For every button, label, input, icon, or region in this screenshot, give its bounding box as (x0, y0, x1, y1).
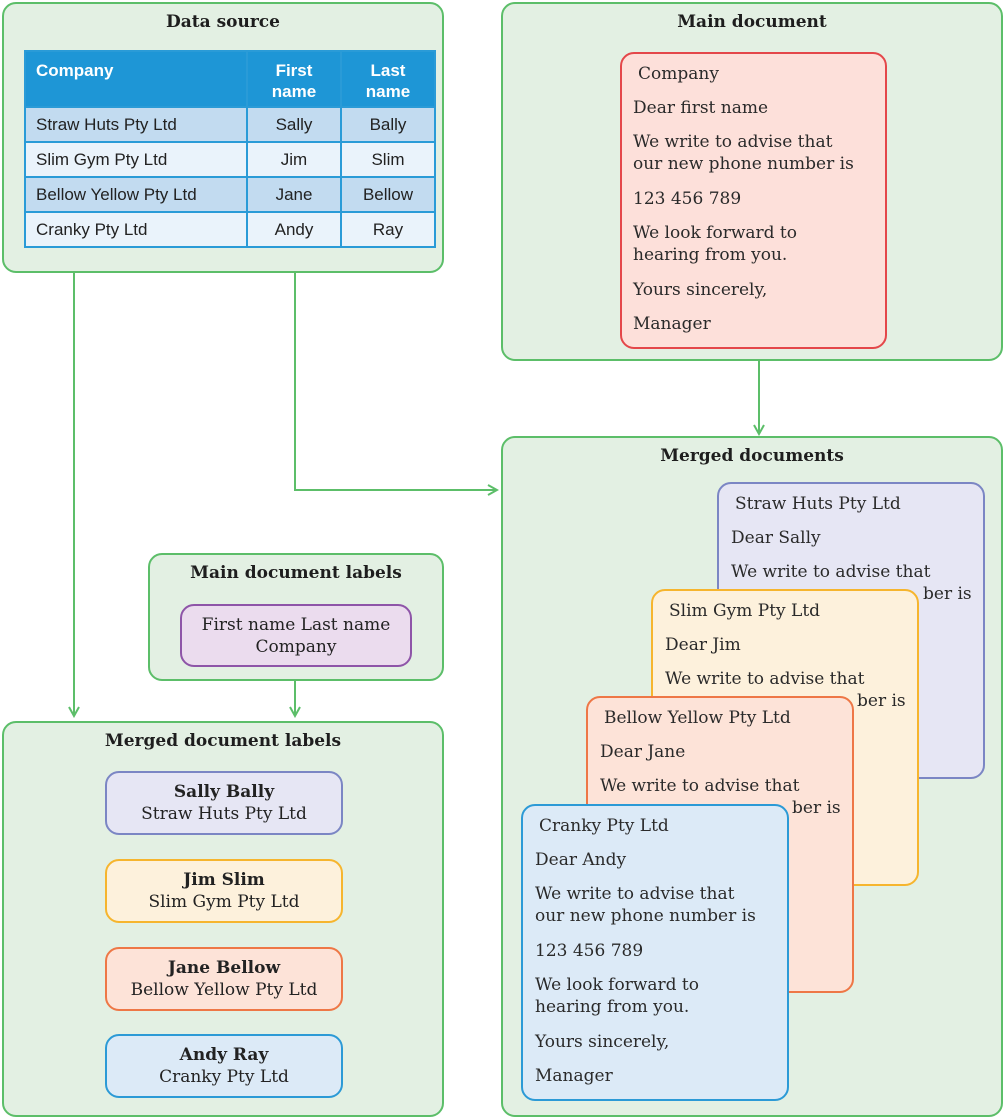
letter-signature: Manager (633, 314, 711, 334)
cell-company: Bellow Yellow Pty Ltd (24, 176, 248, 213)
table-row: Cranky Pty Ltd Andy Ray (24, 211, 436, 248)
table-row: Bellow Yellow Pty Ltd Jane Bellow (24, 176, 436, 213)
cell-company: Slim Gym Pty Ltd (24, 141, 248, 178)
letter-body-line: our new phone number is (535, 906, 756, 926)
letter-body-line: We write to advise that (600, 776, 800, 796)
letter-body-line: We write to advise that (633, 132, 833, 152)
cell-company: Cranky Pty Ltd (24, 211, 248, 248)
label-name: Jane Bellow (167, 958, 281, 978)
letter-greeting: Dear Sally (731, 528, 821, 548)
letter-body-line: We write to advise that (731, 562, 931, 582)
label-company: Slim Gym Pty Ltd (148, 892, 300, 912)
letter-closing-line: hearing from you. (633, 245, 788, 265)
letter-company: Company (638, 64, 719, 84)
letter-closing-line: We look forward to (633, 223, 797, 243)
data-source-title: Data source (166, 12, 280, 32)
letter-greeting: Dear first name (633, 98, 769, 118)
merged-label: Sally Bally Straw Huts Pty Ltd (105, 771, 343, 835)
cell-first-name: Andy (246, 211, 342, 248)
letter-signoff: Yours sincerely, (535, 1032, 670, 1052)
main-document-title: Main document (677, 12, 827, 32)
main-document-labels-panel: Main document labels First name Last nam… (148, 553, 444, 681)
letter-body-fragment: ber is (792, 798, 841, 818)
letter-company: Slim Gym Pty Ltd (669, 601, 821, 621)
letter-body-fragment: ber is (857, 691, 906, 711)
column-header-company: Company (24, 50, 248, 108)
label-company: Cranky Pty Ltd (159, 1067, 289, 1087)
label-template-line-1: First name Last name (201, 615, 391, 635)
merged-label: Andy Ray Cranky Pty Ltd (105, 1034, 343, 1098)
letter-body-line: our new phone number is (633, 154, 854, 174)
merged-letter-cranky: Cranky Pty Ltd Dear Andy We write to adv… (521, 804, 789, 1101)
main-document-letter: Company Dear first name We write to advi… (620, 52, 887, 349)
cell-last-name: Bellow (340, 176, 436, 213)
letter-signoff: Yours sincerely, (633, 280, 768, 300)
cell-first-name: Sally (246, 106, 342, 143)
merged-label: Jane Bellow Bellow Yellow Pty Ltd (105, 947, 343, 1011)
arrow-datasource-to-merged-documents (294, 273, 497, 490)
letter-company: Bellow Yellow Pty Ltd (604, 708, 791, 728)
letter-company: Cranky Pty Ltd (539, 816, 669, 836)
label-name: Andy Ray (179, 1045, 269, 1065)
cell-last-name: Slim (340, 141, 436, 178)
cell-last-name: Ray (340, 211, 436, 248)
letter-greeting: Dear Jim (665, 635, 741, 655)
main-document-labels-title: Main document labels (190, 563, 402, 583)
cell-company: Straw Huts Pty Ltd (24, 106, 248, 143)
letter-greeting: Dear Jane (600, 742, 686, 762)
merged-documents-title: Merged documents (660, 446, 844, 466)
cell-last-name: Bally (340, 106, 436, 143)
label-company: Bellow Yellow Pty Ltd (130, 980, 318, 1000)
label-template: First name Last name Company (180, 604, 412, 667)
table-row: Slim Gym Pty Ltd Jim Slim (24, 141, 436, 178)
merged-document-labels-title: Merged document labels (104, 731, 342, 751)
letter-closing-line: We look forward to (535, 975, 699, 995)
merged-label: Jim Slim Slim Gym Pty Ltd (105, 859, 343, 923)
letter-company: Straw Huts Pty Ltd (735, 494, 901, 514)
label-template-line-2: Company (255, 637, 337, 657)
letter-phone: 123 456 789 (633, 189, 742, 209)
merged-document-labels-panel: Merged document labels Sally Bally Straw… (2, 721, 444, 1117)
main-document-panel: Main document Company Dear first name We… (501, 2, 1003, 361)
cell-first-name: Jim (246, 141, 342, 178)
label-company: Straw Huts Pty Ltd (141, 804, 307, 824)
merged-documents-panel: Merged documents Straw Huts Pty Ltd Dear… (501, 436, 1003, 1117)
cell-first-name: Jane (246, 176, 342, 213)
table-row: Straw Huts Pty Ltd Sally Bally (24, 106, 436, 143)
letter-body-line: We write to advise that (535, 884, 735, 904)
letter-closing-line: hearing from you. (535, 997, 690, 1017)
label-name: Jim Slim (183, 870, 265, 890)
letter-body-line: We write to advise that (665, 669, 865, 689)
letter-greeting: Dear Andy (535, 850, 627, 870)
letter-body-fragment: ber is (923, 584, 972, 604)
letter-phone: 123 456 789 (535, 941, 644, 961)
label-name: Sally Bally (173, 782, 275, 802)
letter-signature: Manager (535, 1066, 613, 1086)
